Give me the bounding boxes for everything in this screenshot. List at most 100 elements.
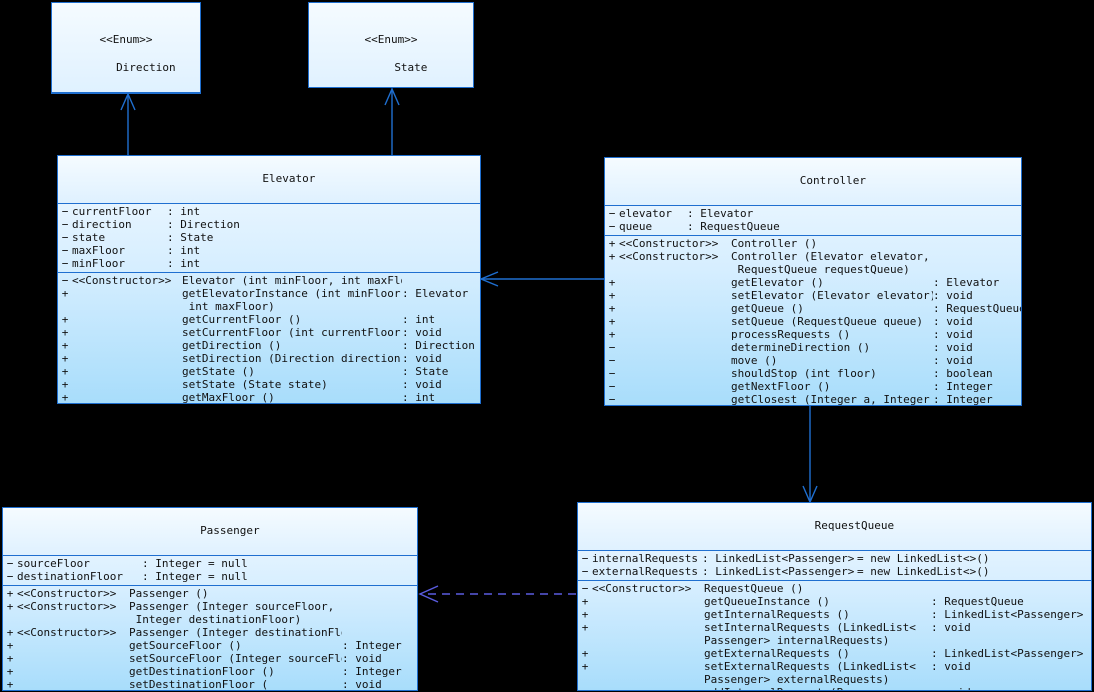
method-signature: getElevatorInstance (int minFloor, <box>182 287 402 300</box>
method-row: int maxFloor) <box>58 300 480 313</box>
connector-elevator-to-direction <box>120 92 136 155</box>
method-signature: Passenger (Integer sourceFloor, <box>129 600 335 613</box>
return-type: : int <box>402 313 436 326</box>
attribute-name: elevator <box>619 207 672 220</box>
return-type: : State <box>402 365 449 378</box>
class-box-elevator[interactable]: Elevator −currentFloor: int−direction: D… <box>57 155 481 404</box>
method-signature: setQueue (RequestQueue queue) <box>731 315 924 328</box>
class-title-state: <<Enum>> State <box>309 3 473 87</box>
method-row: −<<Constructor>>RequestQueue () <box>578 582 1091 595</box>
class-box-state[interactable]: <<Enum>> State + MOVING : EnumConstant +… <box>308 2 474 88</box>
method-row: +getDestinationFloor (): Integer <box>3 665 417 678</box>
method-signature: Controller (Elevator elevator, <box>731 250 930 263</box>
attribute-type: : RequestQueue <box>687 220 780 233</box>
attribute-name: internalRequests <box>592 552 698 565</box>
return-type: : Integer <box>342 665 402 678</box>
method-row: +getElevatorInstance (int minFloor,: Ele… <box>58 287 480 300</box>
compartment-divider <box>52 92 200 93</box>
attribute-row: −queue : RequestQueue <box>605 220 1021 233</box>
attribute-row: −direction: Direction <box>58 218 480 231</box>
visibility: − <box>608 341 616 354</box>
visibility: + <box>61 287 69 300</box>
visibility: + <box>581 621 589 634</box>
method-row: +setSourceFloor (Integer sourceFloor): v… <box>3 652 417 665</box>
attribute-name: state <box>72 231 106 244</box>
method-stereotype: <<Constructor>> <box>72 274 172 287</box>
method-row: Passenger> externalRequests) <box>578 673 1091 686</box>
compartment-divider <box>578 550 1091 551</box>
visibility: + <box>608 302 616 315</box>
class-box-requestqueue[interactable]: RequestQueue −internalRequests : LinkedLi… <box>577 502 1092 691</box>
method-signature: Passenger () <box>129 587 209 600</box>
method-row: +getInternalRequests (): LinkedList<Pass… <box>578 608 1091 621</box>
visibility: + <box>6 678 14 691</box>
visibility: + <box>6 587 14 600</box>
visibility: + <box>61 339 69 352</box>
class-name-elevator: Elevator <box>262 172 316 185</box>
method-signature: getQueueInstance () <box>704 595 830 608</box>
method-signature: getDestinationFloor () <box>129 665 275 678</box>
method-signature: getCurrentFloor () <box>182 313 302 326</box>
attribute-type: : Elevator <box>687 207 754 220</box>
method-signature: Passenger> internalRequests) <box>704 634 890 647</box>
method-row: +getDirection (): Direction <box>58 339 480 352</box>
attribute-default: = new LinkedList<>() <box>857 565 990 578</box>
method-signature: RequestQueue requestQueue) <box>731 263 910 276</box>
method-signature: Integer destinationFloor) <box>129 613 302 626</box>
visibility: + <box>61 378 69 391</box>
attribute-type: : Integer <box>142 570 202 583</box>
visibility: + <box>61 365 69 378</box>
methods-elevator: −<<Constructor>>Elevator (int minFloor, … <box>58 273 480 404</box>
attribute-row: −currentFloor: int <box>58 205 480 218</box>
method-signature: setInternalRequests (LinkedList< <box>704 621 916 634</box>
visibility: + <box>581 608 589 621</box>
method-signature: Controller () <box>731 237 818 250</box>
class-box-direction[interactable]: <<Enum>> Direction + UP : EnumConstant +… <box>51 2 201 94</box>
visibility: + <box>608 250 616 263</box>
return-type: : int <box>402 391 436 404</box>
visibility: + <box>578 686 592 690</box>
method-signature: determineDirection () <box>731 341 871 354</box>
class-box-controller[interactable]: Controller −elevator: Elevator−queue: Re… <box>604 157 1022 406</box>
attribute-name: queue <box>619 220 653 233</box>
method-row: +setExternalRequests (LinkedList<: void <box>578 660 1091 673</box>
method-row: −shouldStop (int floor): boolean <box>605 367 1021 380</box>
method-stereotype: <<Constructor>> <box>619 237 719 250</box>
attribute-row: −destinationFloor: Integer= null <box>3 570 417 583</box>
visibility: − <box>608 220 616 233</box>
connector-controller-to-requestqueue <box>802 406 818 504</box>
class-stereotype-state: <<Enum>> <box>364 33 418 46</box>
class-title-requestqueue: RequestQueue <box>578 503 1091 550</box>
method-signature: shouldStop (int floor) <box>731 367 877 380</box>
visibility: − <box>581 565 589 578</box>
visibility: + <box>61 391 69 404</box>
return-type: : boolean <box>933 367 993 380</box>
attribute-type: : int <box>167 205 201 218</box>
visibility: + <box>608 315 616 328</box>
return-type: : LinkedList<Passenger> <box>931 647 1084 660</box>
attribute-name: currentFloor <box>72 205 152 218</box>
attribute-row: −minFloor: int <box>58 257 480 270</box>
class-name-direction: Direction <box>116 61 176 74</box>
method-row: +<<Constructor>>Controller () <box>605 237 1021 250</box>
return-type: : void <box>931 660 971 673</box>
return-type: : LinkedList<Passenger> <box>931 608 1084 621</box>
attribute-type: : State <box>167 231 214 244</box>
visibility: − <box>581 552 589 565</box>
return-type: : void <box>931 621 971 634</box>
class-box-passenger[interactable]: Passenger −sourceFloor: Integer= null−de… <box>2 507 418 691</box>
attribute-name: minFloor <box>72 257 125 270</box>
method-signature: move () <box>731 354 778 367</box>
method-row: +addInternalRequest (Passenger passenger… <box>578 686 1091 690</box>
method-row: +getCurrentFloor (): int <box>58 313 480 326</box>
method-row: −move (): void <box>605 354 1021 367</box>
visibility: − <box>61 231 69 244</box>
methods-passenger: +<<Constructor>>Passenger ()+<<Construct… <box>3 586 417 691</box>
method-signature: setDestinationFloor ( <box>129 678 269 691</box>
method-row: +processRequests (): void <box>605 328 1021 341</box>
attribute-name: maxFloor <box>72 244 125 257</box>
method-row: +<<Constructor>>Passenger (Integer desti… <box>3 626 417 639</box>
return-type: : void <box>933 341 973 354</box>
return-type: : void <box>931 686 1091 690</box>
